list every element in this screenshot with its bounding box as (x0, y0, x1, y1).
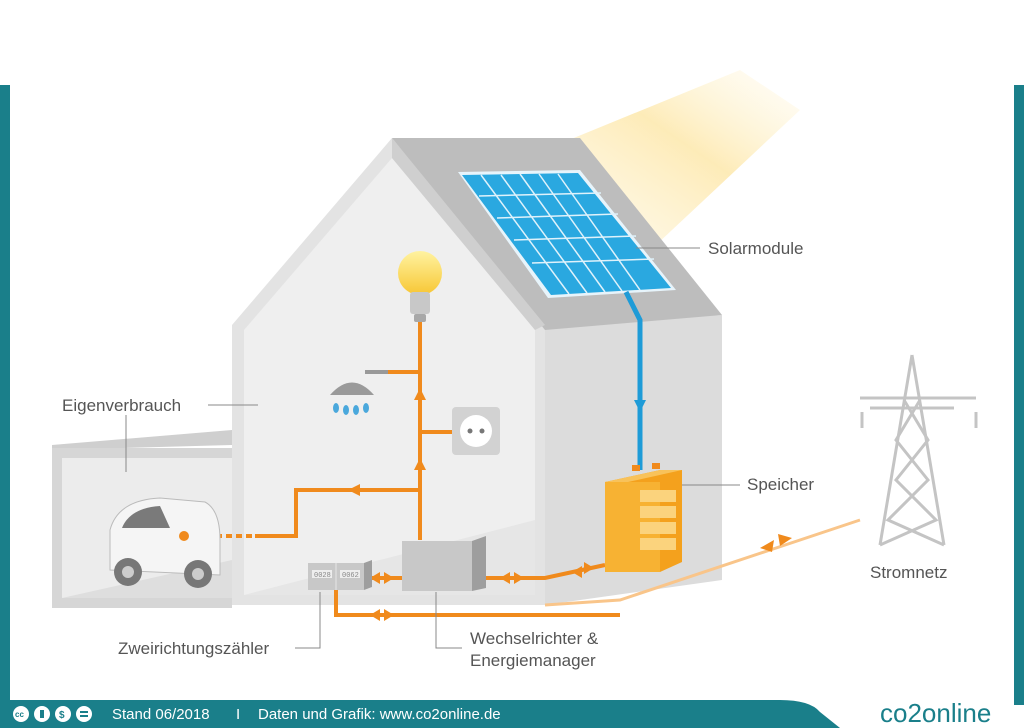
footer-date: Stand 06/2018 (112, 706, 210, 723)
arrow-down-icon (634, 400, 646, 412)
right-border-bar (1014, 85, 1024, 705)
solar-panel (458, 170, 676, 298)
nc-icon: $ (55, 706, 71, 722)
nd-icon (76, 706, 92, 722)
grid-label: Stromnetz (870, 563, 947, 582)
solar-label: Solarmodule (708, 239, 803, 258)
storage-label: Speicher (747, 475, 814, 494)
grid-flow-arrows (760, 534, 792, 552)
footer-credit: Daten und Grafik: www.co2online.de (258, 706, 501, 723)
flow-arrows (348, 388, 594, 621)
leader-lines (125, 404, 462, 649)
left-border-bar (0, 85, 10, 705)
consumption-label: Eigenverbrauch (62, 396, 181, 415)
meter-reading-2: 0062 (342, 572, 359, 580)
co2online-logo: co2online (880, 698, 991, 728)
inverter-box (402, 536, 486, 591)
by-icon (34, 706, 50, 722)
grid-line (544, 518, 861, 607)
svg-text:$: $ (59, 710, 65, 721)
license-icons: cc $ (13, 706, 92, 722)
bidirectional-meter: 0028 0062 (308, 560, 372, 590)
power-socket-icon (452, 407, 500, 455)
electric-car-icon (109, 497, 221, 588)
power-pylon-icon (860, 354, 978, 547)
light-bulb-icon (398, 251, 442, 322)
shower-icon (330, 370, 388, 415)
battery-storage-icon (605, 463, 682, 572)
footer-bar (0, 700, 840, 728)
footer-separator: I (236, 706, 240, 723)
meter-reading-1: 0028 (314, 572, 331, 580)
inverter-label-line2: Energiemanager (470, 651, 596, 670)
inverter-label-line1: Wechselrichter & (470, 629, 599, 648)
dc-line (623, 290, 646, 470)
svg-text:cc: cc (15, 710, 24, 719)
meter-label: Zweirichtungszähler (118, 639, 270, 658)
cc-icon: cc (13, 706, 29, 722)
